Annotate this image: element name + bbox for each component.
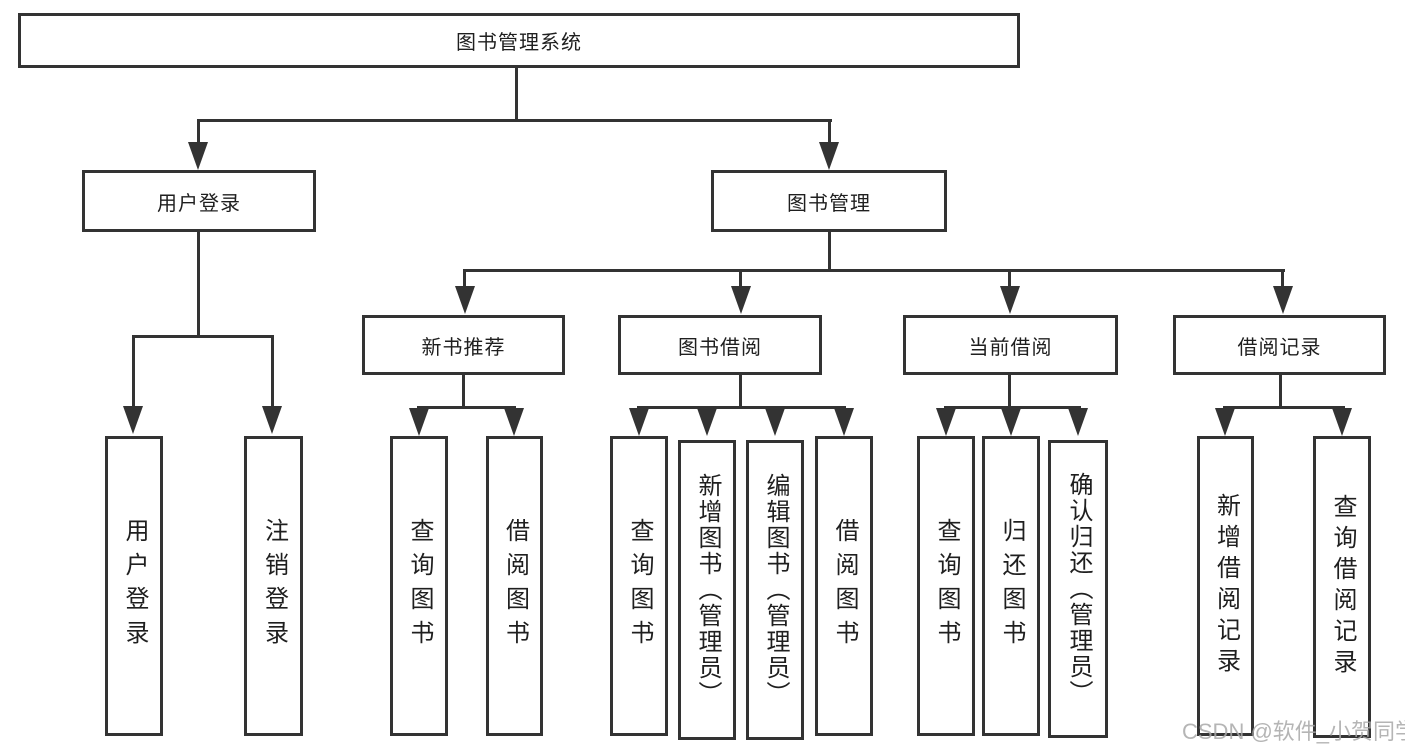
arrow-down-icon [819, 142, 839, 170]
connector-line [1008, 269, 1011, 287]
connector-line [463, 269, 466, 287]
connector-line [944, 406, 1081, 409]
node-user-login: 用户登录 [82, 170, 316, 232]
arrow-down-icon [188, 142, 208, 170]
node-book-management: 图书管理 [711, 170, 947, 232]
arrow-down-icon [1001, 408, 1021, 436]
connector-line [1281, 269, 1284, 287]
connector-line [828, 232, 831, 272]
connector-line [197, 119, 200, 147]
connector-line [197, 232, 200, 337]
arrow-down-icon [1215, 408, 1235, 436]
connector-line [132, 335, 274, 338]
connector-line [463, 269, 1285, 272]
leaf-return-book: 归还图书 [982, 436, 1040, 736]
connector-line [1223, 406, 1345, 409]
leaf-add-borrow-record: 新增借阅记录 [1197, 436, 1254, 736]
leaf-query-books-current: 查询图书 [917, 436, 975, 736]
connector-line [1279, 375, 1282, 409]
connector-line [132, 335, 135, 410]
connector-line [271, 335, 274, 410]
arrow-down-icon [504, 408, 524, 436]
leaf-query-books-recommend: 查询图书 [390, 436, 448, 736]
arrow-down-icon [1068, 408, 1088, 436]
arrow-down-icon [1332, 408, 1352, 436]
node-new-book-recommend: 新书推荐 [362, 315, 565, 375]
arrow-down-icon [262, 406, 282, 434]
arrow-down-icon [834, 408, 854, 436]
connector-line [462, 375, 465, 409]
node-book-borrow: 图书借阅 [618, 315, 822, 375]
arrow-down-icon [1273, 286, 1293, 314]
arrow-down-icon [123, 406, 143, 434]
leaf-borrow-books-recommend: 借阅图书 [486, 436, 543, 736]
leaf-user-login: 用户登录 [105, 436, 163, 736]
connector-line [637, 406, 846, 409]
leaf-logout: 注销登录 [244, 436, 303, 736]
connector-line [739, 375, 742, 409]
leaf-add-book-admin: 新增图书（管理员） [678, 440, 736, 740]
connector-line [197, 119, 832, 122]
arrow-down-icon [409, 408, 429, 436]
leaf-query-books-borrow: 查询图书 [610, 436, 668, 736]
connector-line [515, 68, 518, 122]
leaf-query-borrow-record: 查询借阅记录 [1313, 436, 1371, 738]
arrow-down-icon [731, 286, 751, 314]
arrow-down-icon [936, 408, 956, 436]
arrow-down-icon [455, 286, 475, 314]
connector-line [739, 269, 742, 287]
connector-line [417, 406, 516, 409]
node-current-borrow: 当前借阅 [903, 315, 1118, 375]
arrow-down-icon [629, 408, 649, 436]
connector-line [828, 119, 831, 147]
leaf-borrow-books: 借阅图书 [815, 436, 873, 736]
arrow-down-icon [697, 408, 717, 436]
node-borrow-records: 借阅记录 [1173, 315, 1386, 375]
arrow-down-icon [1000, 286, 1020, 314]
node-root: 图书管理系统 [18, 13, 1020, 68]
leaf-edit-book-admin: 编辑图书（管理员） [746, 440, 804, 740]
arrow-down-icon [765, 408, 785, 436]
connector-line [1008, 375, 1011, 409]
leaf-confirm-return-admin: 确认归还（管理员） [1048, 440, 1108, 738]
